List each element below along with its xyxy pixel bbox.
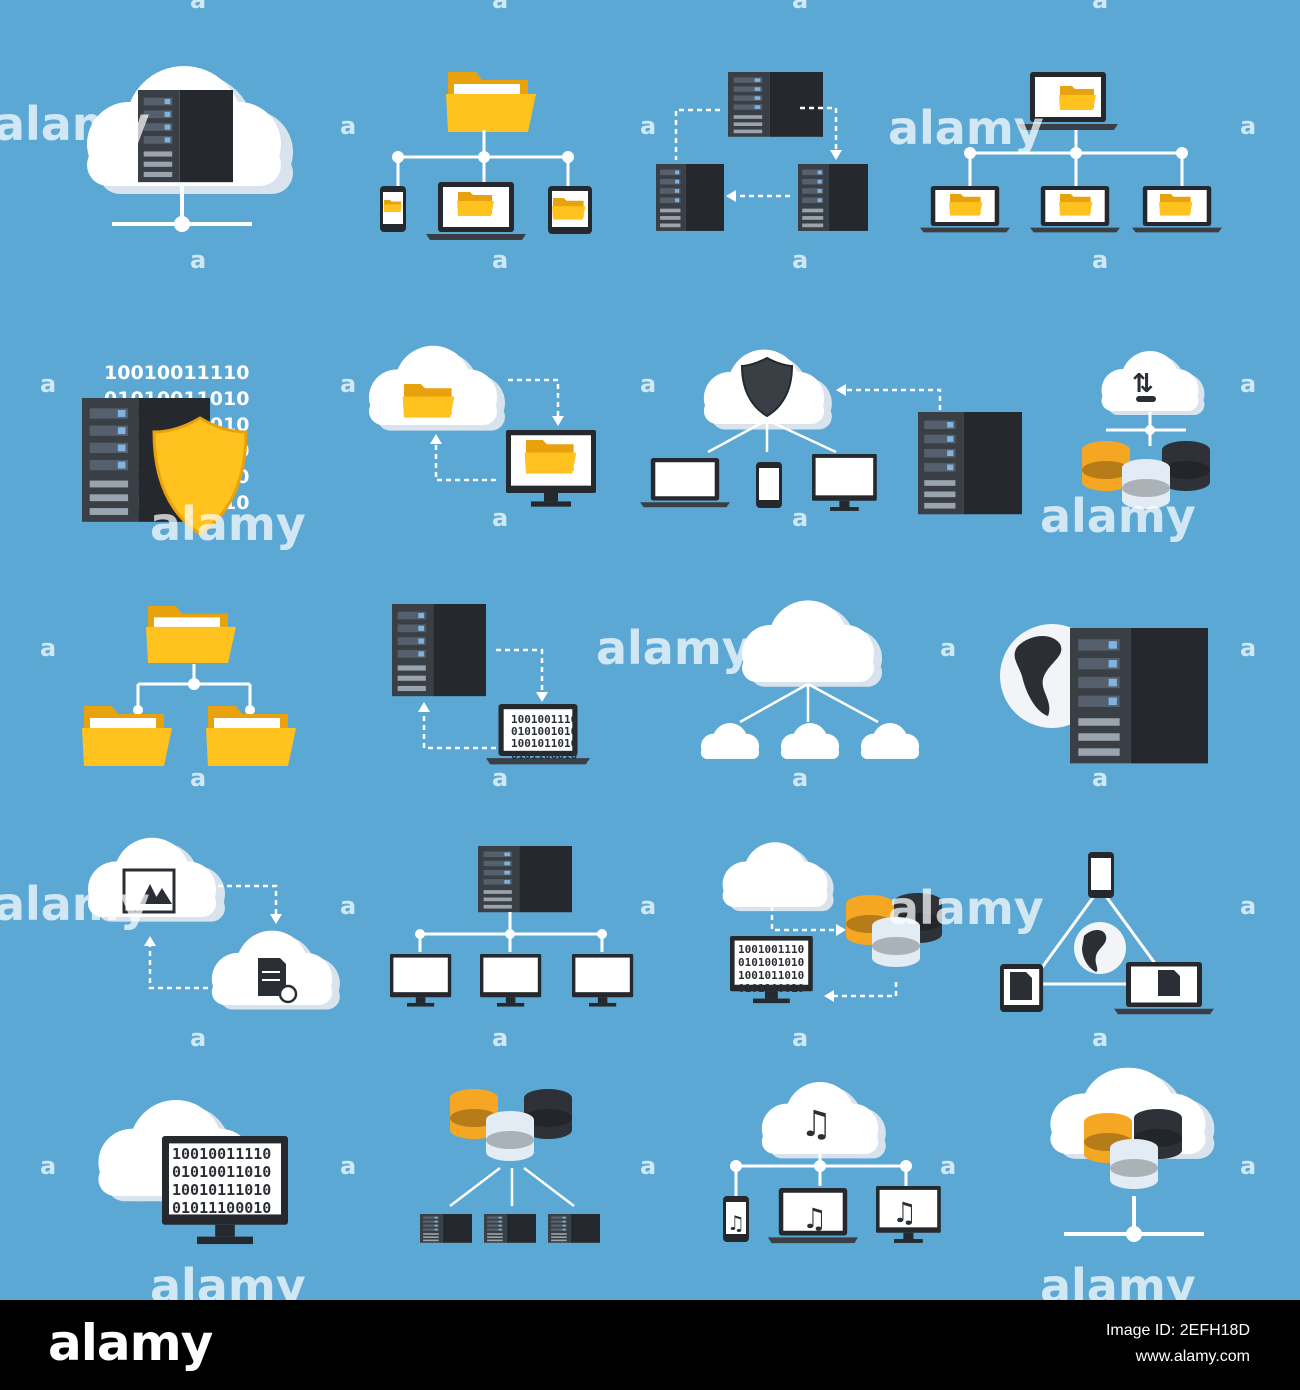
svg-text:a: a (190, 0, 206, 14)
svg-text:a: a (640, 370, 656, 398)
cloud-network-icon (700, 600, 920, 759)
server-monitors-network-icon (390, 846, 634, 1007)
svg-text:a: a (640, 1152, 656, 1180)
svg-text:a: a (640, 112, 656, 140)
svg-text:a: a (190, 1024, 206, 1052)
file-sharing-network-icon (1000, 852, 1214, 1015)
image-id: Image ID: 2EFH18D (1105, 1322, 1250, 1339)
svg-text:a: a (40, 370, 56, 398)
svg-text:a: a (190, 246, 206, 274)
illustration-canvas: 10010011110 01010011010 10010111010 0101… (0, 0, 1300, 1300)
svg-text:a: a (792, 246, 808, 274)
svg-text:1001011010: 1001011010 (511, 737, 577, 750)
svg-text:alamy: alamy (1040, 1259, 1196, 1300)
server-security-icon: 10010011110 01010011010 10010111010 0101… (82, 362, 249, 536)
global-server-icon (1000, 624, 1208, 764)
hosting-icons-illustration: 10010011110 01010011010 10010111010 0101… (0, 0, 1300, 1300)
footer-logo: alamy (48, 1314, 213, 1372)
svg-text:a: a (340, 112, 356, 140)
svg-text:alamy: alamy (888, 101, 1044, 155)
cloud-music-devices-icon: ♫ ♫ ♫ ♫ (723, 1082, 941, 1244)
folder-tree-icon (82, 606, 296, 766)
svg-text:a: a (1092, 246, 1108, 274)
svg-text:10010011110: 10010011110 (172, 1145, 271, 1163)
svg-text:a: a (1092, 0, 1108, 14)
svg-text:⇅: ⇅ (1132, 369, 1154, 399)
svg-text:10010111010: 10010111010 (172, 1181, 271, 1199)
svg-text:a: a (40, 634, 56, 662)
svg-text:♫: ♫ (802, 1202, 827, 1235)
footer-info: Image ID: 2EFH18D www.alamy.com (1106, 1318, 1250, 1370)
svg-text:1001001110: 1001001110 (738, 943, 804, 956)
svg-text:a: a (1240, 112, 1256, 140)
svg-text:a: a (1092, 1024, 1108, 1052)
svg-text:a: a (340, 370, 356, 398)
svg-text:a: a (340, 892, 356, 920)
svg-text:alamy: alamy (150, 497, 306, 551)
svg-text:a: a (492, 1024, 508, 1052)
server-sync-icon (656, 72, 868, 231)
svg-text:alamy: alamy (150, 1259, 306, 1300)
svg-text:0101001010: 0101001010 (738, 956, 804, 969)
cloud-monitor-data-icon: 10010011110 01010011010 10010111010 0101… (98, 1100, 288, 1245)
svg-text:a: a (492, 764, 508, 792)
svg-text:a: a (492, 504, 508, 532)
cloud-server-icon (87, 66, 293, 232)
svg-text:alamy: alamy (888, 881, 1044, 935)
svg-text:alamy: alamy (1040, 489, 1196, 543)
svg-text:a: a (940, 634, 956, 662)
svg-text:a: a (1092, 764, 1108, 792)
svg-text:a: a (640, 892, 656, 920)
watermarks: alamy alamy alamy alamy alamy alamy alam… (0, 0, 1256, 1300)
music-note-icon: ♫ (800, 1104, 832, 1145)
svg-text:0101100010: 0101100010 (738, 982, 804, 995)
svg-text:a: a (492, 246, 508, 274)
svg-text:a: a (1240, 1152, 1256, 1180)
svg-text:alamy: alamy (0, 877, 150, 931)
svg-text:a: a (792, 504, 808, 532)
laptop-network-icon (920, 72, 1222, 233)
svg-text:a: a (40, 1152, 56, 1180)
svg-text:1001001110: 1001001110 (511, 713, 577, 726)
cloud-shield-devices-icon (640, 349, 1022, 515)
folder-sharing-icon (380, 72, 592, 240)
cloud-database-transfer-icon: ⇅ (1082, 351, 1210, 509)
svg-text:a: a (1240, 634, 1256, 662)
svg-text:1001011010: 1001011010 (738, 969, 804, 982)
svg-text:a: a (940, 1152, 956, 1180)
footer-bar: alamy Image ID: 2EFH18D www.alamy.com (0, 1300, 1300, 1390)
svg-text:♫: ♫ (892, 1196, 917, 1229)
cloud-image-backup-icon (87, 837, 340, 1010)
svg-text:01010011010: 01010011010 (172, 1163, 271, 1181)
svg-text:01011100010: 01011100010 (172, 1199, 271, 1217)
svg-text:alamy: alamy (0, 97, 150, 151)
svg-text:0101100010: 0101100010 (511, 749, 577, 762)
svg-text:a: a (792, 0, 808, 14)
svg-text:0101001010: 0101001010 (511, 725, 577, 738)
svg-text:alamy: alamy (596, 621, 752, 675)
cloud-database-monitor-icon: 1001001110 0101001010 1001011010 0101100… (722, 842, 942, 1004)
svg-text:a: a (190, 764, 206, 792)
svg-text:a: a (792, 1024, 808, 1052)
database-servers-icon (420, 1089, 600, 1243)
svg-text:a: a (1240, 370, 1256, 398)
svg-text:a: a (792, 764, 808, 792)
svg-text:10010011110: 10010011110 (104, 362, 249, 384)
server-laptop-data-icon: 1001001110 0101001010 1001011010 0101100… (392, 604, 590, 765)
svg-text:a: a (1240, 892, 1256, 920)
cloud-folder-sync-icon (368, 345, 596, 507)
cloud-database-icon (1050, 1067, 1215, 1242)
site-url: www.alamy.com (1135, 1348, 1250, 1365)
svg-text:a: a (340, 1152, 356, 1180)
svg-text:♫: ♫ (727, 1211, 745, 1235)
shield-icon (152, 416, 248, 536)
svg-text:a: a (492, 0, 508, 14)
